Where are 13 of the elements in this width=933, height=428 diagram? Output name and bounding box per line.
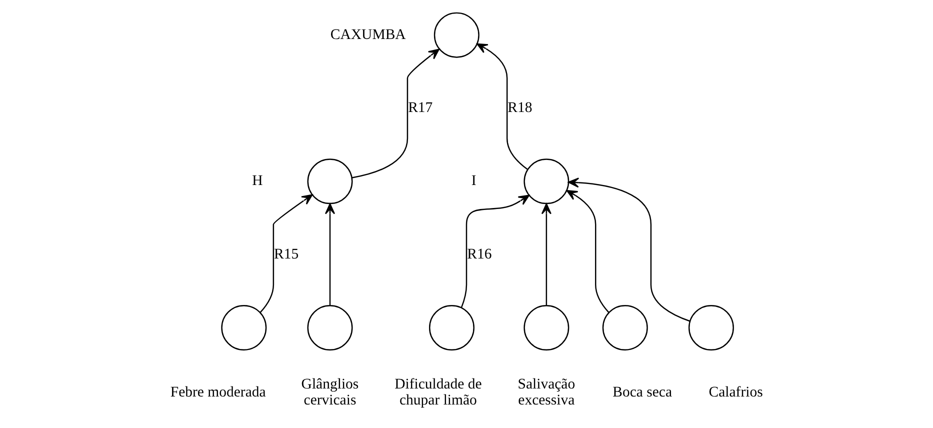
node-label: CAXUMBA (330, 26, 406, 43)
node-label: I (471, 173, 476, 190)
node-label: Calafrios (708, 384, 763, 401)
node-label: Salivação excessiva (518, 376, 576, 409)
node-label: Glânglios cervicais (301, 376, 359, 409)
node-label: Febre moderada (170, 384, 266, 401)
edge-label: R18 (508, 100, 532, 116)
edge-label: R16 (467, 246, 492, 262)
edge-label: R15 (274, 246, 299, 262)
node-label: Boca seca (612, 384, 672, 401)
edge-label: R17 (408, 100, 433, 116)
node-label: H (252, 173, 263, 190)
node-label: Dificuldade de chupar limão (394, 376, 482, 409)
